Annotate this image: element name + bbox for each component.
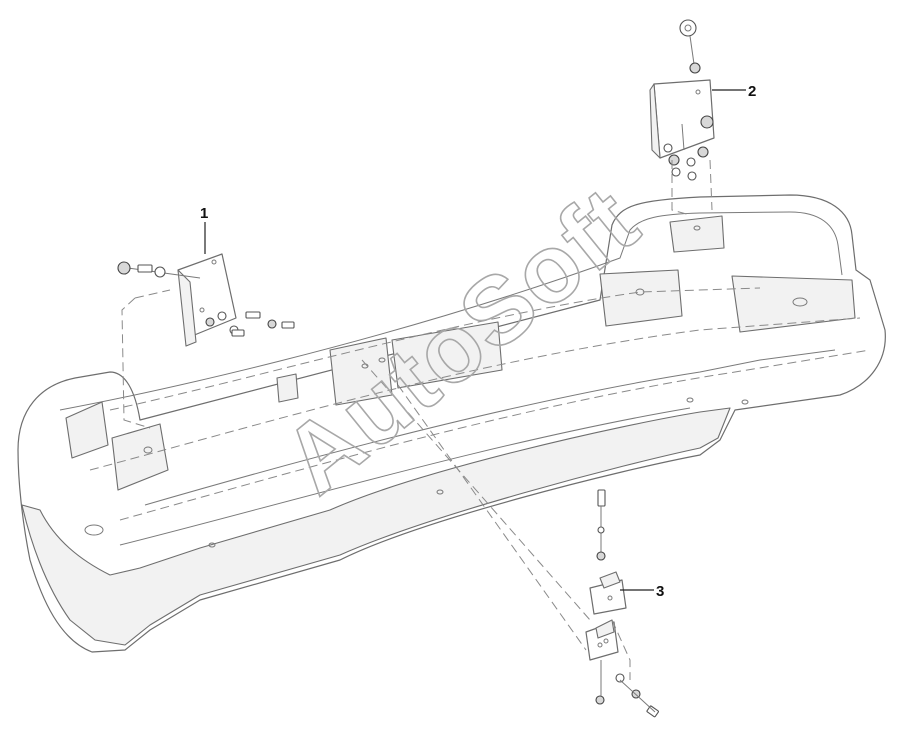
callout-2: 2 [712,83,756,100]
callout-3: 3 [620,583,664,600]
bracket-assembly-1 [117,253,295,429]
hidden-edges [89,287,871,521]
bracket-assembly-2 [649,19,715,216]
bracket-assembly-3 [361,359,659,718]
callout-label-1: 1 [200,205,208,222]
callout-label-2: 2 [748,83,756,100]
bumper-beam [17,194,886,653]
callout-1: 1 [200,205,208,254]
callout-label-3: 3 [656,583,664,600]
